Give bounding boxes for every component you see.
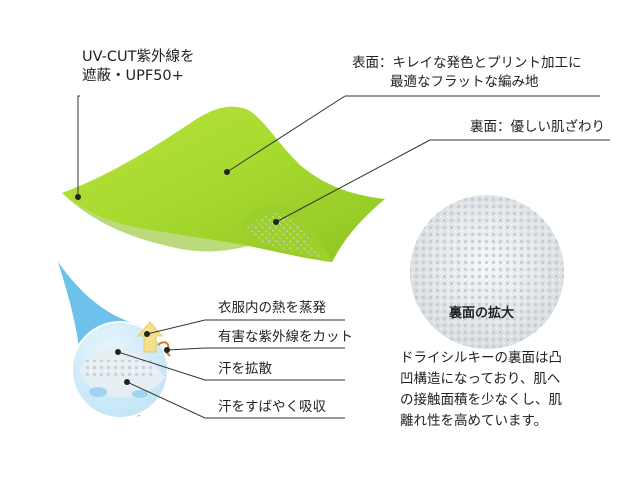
leader-lines: [77, 95, 610, 223]
function-absorb-label: 汗をすばやく吸収: [218, 399, 326, 415]
heat-arrow-icon: [137, 321, 163, 353]
uv-cut-label: UV-CUT紫外線を 遮蔽・UPF50+: [82, 48, 195, 86]
description-line-2: 凹構造になっており、肌へ: [400, 371, 561, 387]
front-line-2: 最適なフラットな編み地: [390, 74, 539, 90]
description-line-1: ドライシルキーの裏面は凸: [400, 350, 562, 366]
uv-cut-line-1: UV-CUT紫外線を: [82, 49, 195, 65]
fabric-back-texture: [246, 212, 322, 258]
uv-cut-line-2: 遮蔽・UPF50+: [82, 68, 184, 84]
leader-front: [226, 95, 346, 173]
zoom-circle: [410, 195, 564, 349]
leader-dots: [75, 169, 279, 225]
function-spread-label: 汗を拡散: [218, 361, 272, 377]
description-line-3: の接触面積を少なくし、肌: [400, 392, 562, 408]
function-dots: [115, 331, 170, 385]
function-leaders: [117, 319, 345, 419]
leader-back: [275, 139, 431, 223]
front-line-1: 表面：キレイな発色とプリント加工に: [352, 55, 582, 71]
zoom-caption: 裏面の拡大: [449, 306, 515, 321]
leader-uv: [77, 95, 80, 197]
sweat-drop-icon: [89, 387, 107, 397]
function-uv-label: 有害な紫外線をカット: [218, 329, 353, 345]
fabric-front-surface: [62, 106, 385, 262]
description-text: ドライシルキーの裏面は凸 凹構造になっており、肌へ の接触面積を少なくし、肌 離…: [400, 348, 590, 432]
front-surface-label: 表面：キレイな発色とプリント加工に 最適なフラットな編み地: [352, 54, 582, 92]
back-surface-label: 裏面：優しい肌ざわり: [470, 119, 605, 135]
fiber-weave: [85, 360, 155, 376]
function-heat-label: 衣服内の熱を蒸発: [218, 300, 326, 316]
sweat-drop-icon: [132, 390, 148, 398]
fabric-sheet: [62, 106, 385, 262]
fabric-fold-shadow: [62, 193, 248, 252]
description-line-4: 離れ性を高めています。: [400, 413, 548, 429]
